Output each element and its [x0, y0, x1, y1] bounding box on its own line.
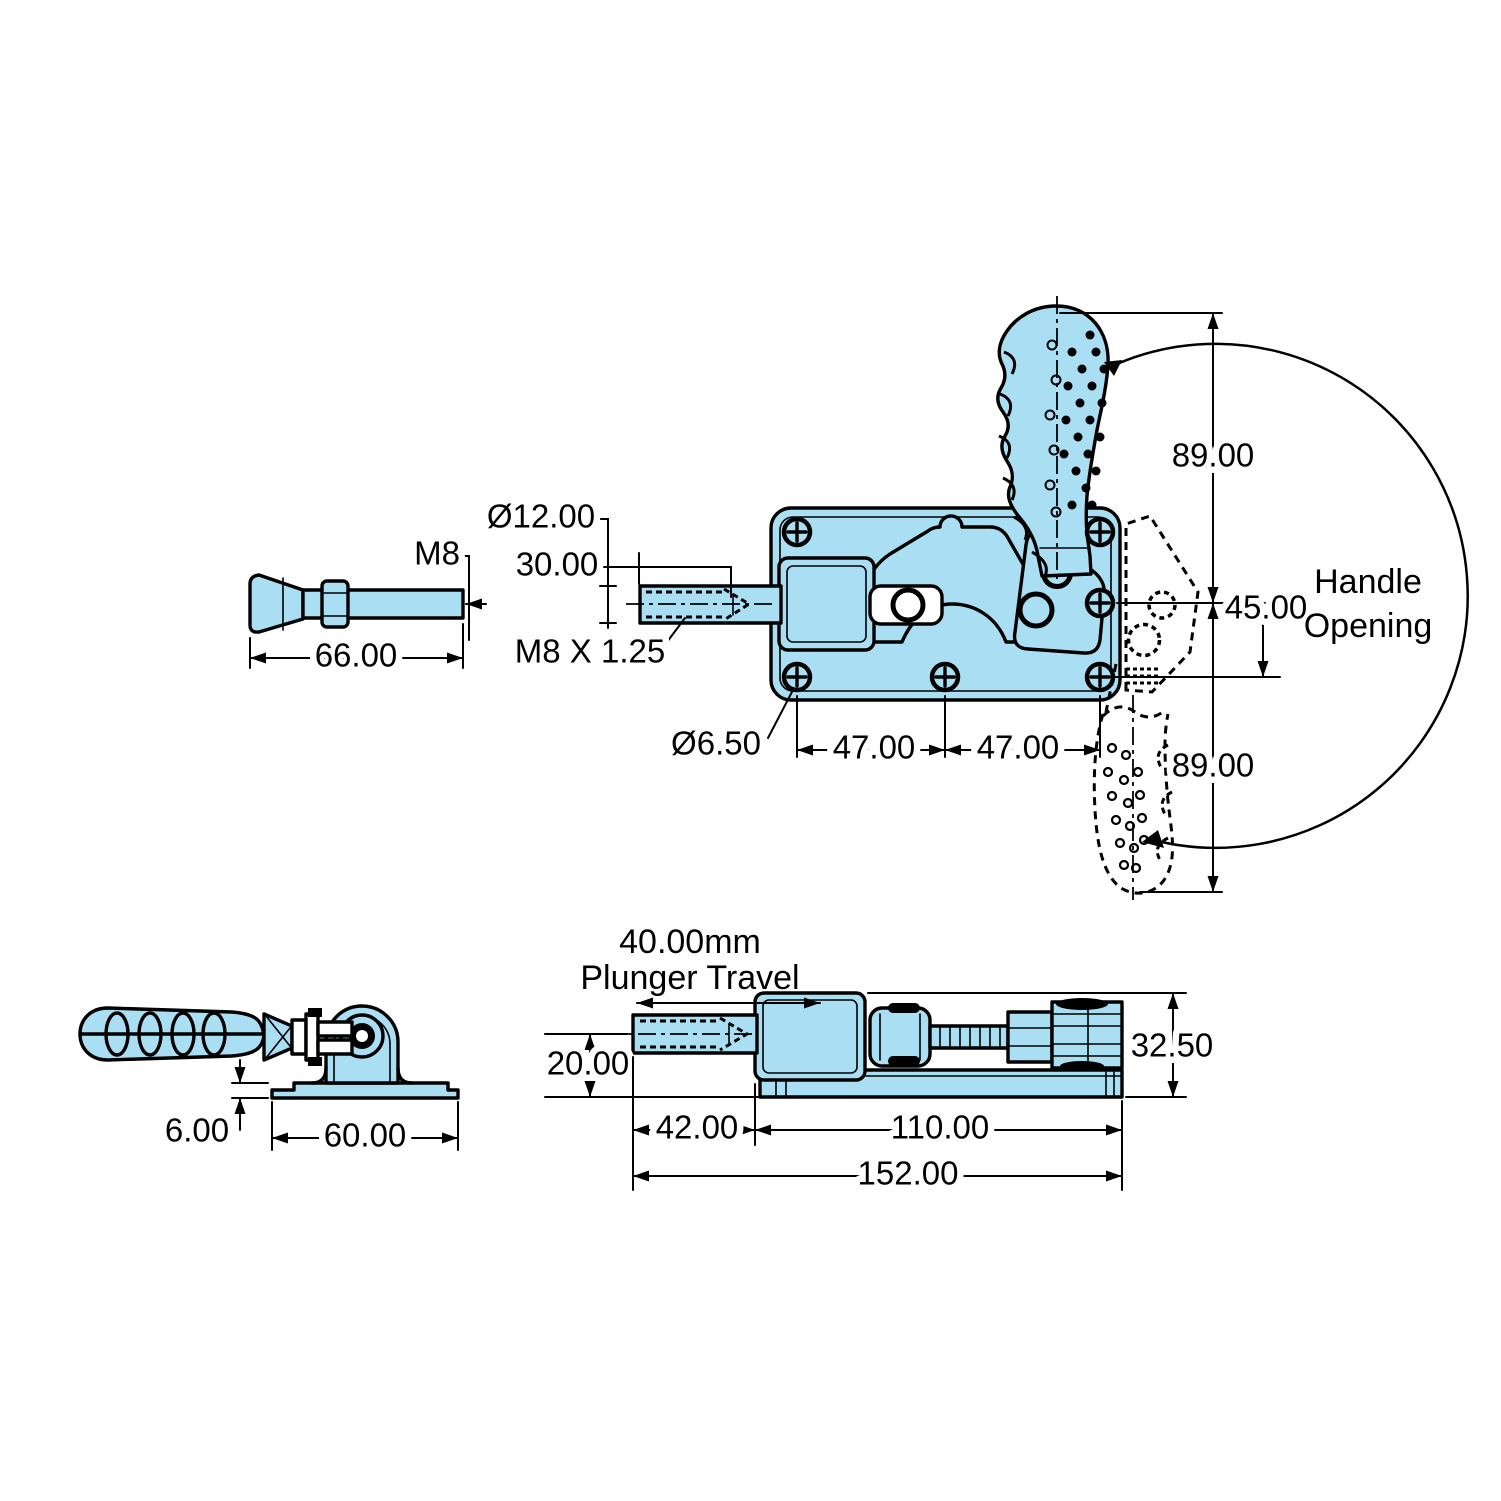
dim-overall-height: 32.50 — [867, 992, 1220, 1098]
total-length-label: 152.00 — [858, 1155, 959, 1192]
overall-height-label: 32.50 — [1131, 1027, 1214, 1064]
travel-label-2: Plunger Travel — [580, 959, 799, 997]
plunger-block-top — [753, 991, 867, 1082]
handle-down-height-label: 89.00 — [1172, 747, 1255, 784]
link-bar — [868, 584, 944, 626]
plunger-block — [777, 556, 876, 652]
dim-handle-opening: 89.00 45.00 89.00 Handle Opening — [1059, 312, 1469, 893]
hole-pitch-right-label: 47.00 — [977, 729, 1060, 766]
center-height-label: 20.00 — [547, 1045, 630, 1082]
front-view: 89.00 45.00 89.00 Handle Opening Ø12.00 … — [480, 296, 1469, 900]
spindle-length-label: 66.00 — [315, 637, 398, 674]
travel-label-1: 40.00mm — [619, 923, 761, 961]
side-base — [270, 1081, 460, 1100]
body-length-label: 110.00 — [891, 1109, 989, 1146]
spindle-nut — [320, 579, 350, 629]
profile-view: 40.00mm Plunger Travel 20.00 42.00 110.0… — [540, 923, 1220, 1198]
dim-spindle-length: 66.00 — [249, 623, 464, 680]
plunger-dia-label: Ø12.00 — [487, 498, 595, 535]
handle-opening-label-2: Opening — [1304, 607, 1433, 645]
mount-hole-spacing-label: 45.00 — [1225, 589, 1308, 626]
base-width-label: 60.00 — [324, 1117, 407, 1154]
m8-label: M8 — [414, 535, 460, 572]
handle-grip — [996, 304, 1110, 578]
pivot-hole-lower — [1017, 591, 1055, 629]
dim-spindle-thread: M8 — [408, 528, 487, 641]
dim-base-width: 60.00 — [271, 1101, 459, 1160]
dim-hole-pitch: 47.00 47.00 Ø6.50 — [665, 687, 1101, 772]
dim-plunger-travel: 40.00mm Plunger Travel — [580, 923, 821, 1009]
dim-lengths: 42.00 110.00 152.00 — [632, 1056, 1123, 1198]
handle-down-dashed — [1092, 514, 1200, 900]
side-grip-holes — [104, 1011, 227, 1057]
side-toggle-joint — [262, 1008, 354, 1066]
handle-opening-arc — [1107, 342, 1469, 850]
spindle-knob — [248, 573, 305, 634]
spindle-view: 66.00 M8 — [248, 528, 487, 680]
handle-down-dots — [1102, 742, 1150, 874]
handle-up-height-label: 89.00 — [1172, 437, 1255, 474]
screw-heads — [781, 516, 1116, 693]
dim-center-height: 20.00 — [540, 1033, 759, 1098]
base-height-label: 6.00 — [165, 1112, 229, 1149]
dim-base-height: 6.00 — [158, 1059, 269, 1155]
side-view: 6.00 60.00 — [78, 1004, 460, 1160]
plunger-extension-label: 42.00 — [656, 1109, 739, 1146]
thread-spec-label: M8 X 1.25 — [515, 633, 665, 670]
handle-down-ridges — [1155, 743, 1173, 861]
handle-opening-label-1: Handle — [1314, 563, 1422, 601]
handle-grip-dots — [1059, 330, 1109, 510]
hole-pitch-left-label: 47.00 — [833, 729, 916, 766]
handle-grip-ridges — [998, 350, 1048, 577]
dim-plunger-callouts: Ø12.00 30.00 M8 X 1.25 — [480, 491, 732, 676]
linkage-top — [868, 998, 1124, 1071]
handle-up — [996, 296, 1110, 582]
link-pin-hole — [890, 587, 926, 623]
thread-length-label: 30.00 — [516, 546, 599, 583]
hole-dia-label: Ø6.50 — [671, 725, 761, 762]
